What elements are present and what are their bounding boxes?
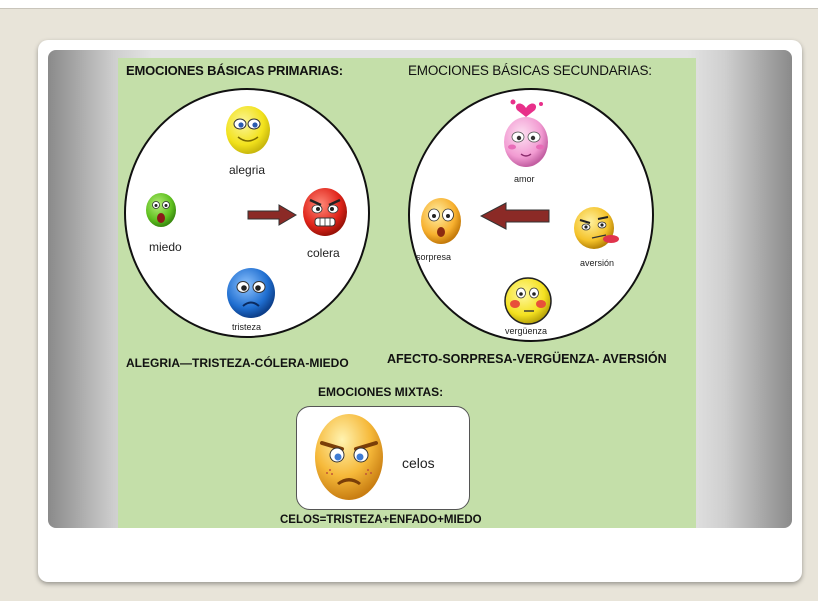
primary-emotions-summary: ALEGRIA—TRISTEZA-CÓLERA-MIEDO	[126, 356, 349, 370]
miedo-face-icon	[146, 193, 176, 227]
arrow-left-icon	[480, 202, 550, 230]
celos-label: celos	[402, 455, 435, 471]
miedo-label: miedo	[149, 240, 182, 254]
alegria-face-icon	[226, 106, 270, 154]
verguenza-label: vergüenza	[505, 326, 548, 336]
celos-formula: CELOS=TRISTEZA+ENFADO+MIEDO	[280, 514, 482, 526]
sorpresa-label: sorpresa	[416, 252, 452, 262]
arrow-right-icon	[247, 204, 297, 226]
aversion-face-icon	[574, 207, 619, 249]
colera-face-icon	[303, 188, 347, 236]
primary-emotions-heading: EMOCIONES BÁSICAS PRIMARIAS:	[126, 63, 343, 78]
verguenza-face-icon	[504, 277, 552, 325]
tristeza-face-icon	[227, 268, 275, 318]
amor-face-icon	[504, 99, 548, 167]
celos-face-icon	[315, 414, 383, 500]
alegria-label: alegria	[229, 163, 266, 177]
secondary-emotions-summary: AFECTO-SORPRESA-VERGÜENZA- AVERSIÓN	[387, 352, 667, 366]
aversion-label: aversión	[580, 258, 615, 268]
window-top-bar	[0, 0, 818, 9]
sorpresa-face-icon	[421, 198, 461, 244]
secondary-emotions-heading: EMOCIONES BÁSICAS SECUNDARIAS:	[408, 63, 652, 78]
colera-label: colera	[307, 246, 340, 260]
mixed-emotions-heading: EMOCIONES MIXTAS:	[318, 385, 444, 399]
tristeza-label: tristeza	[232, 322, 262, 332]
amor-label: amor	[514, 174, 535, 184]
